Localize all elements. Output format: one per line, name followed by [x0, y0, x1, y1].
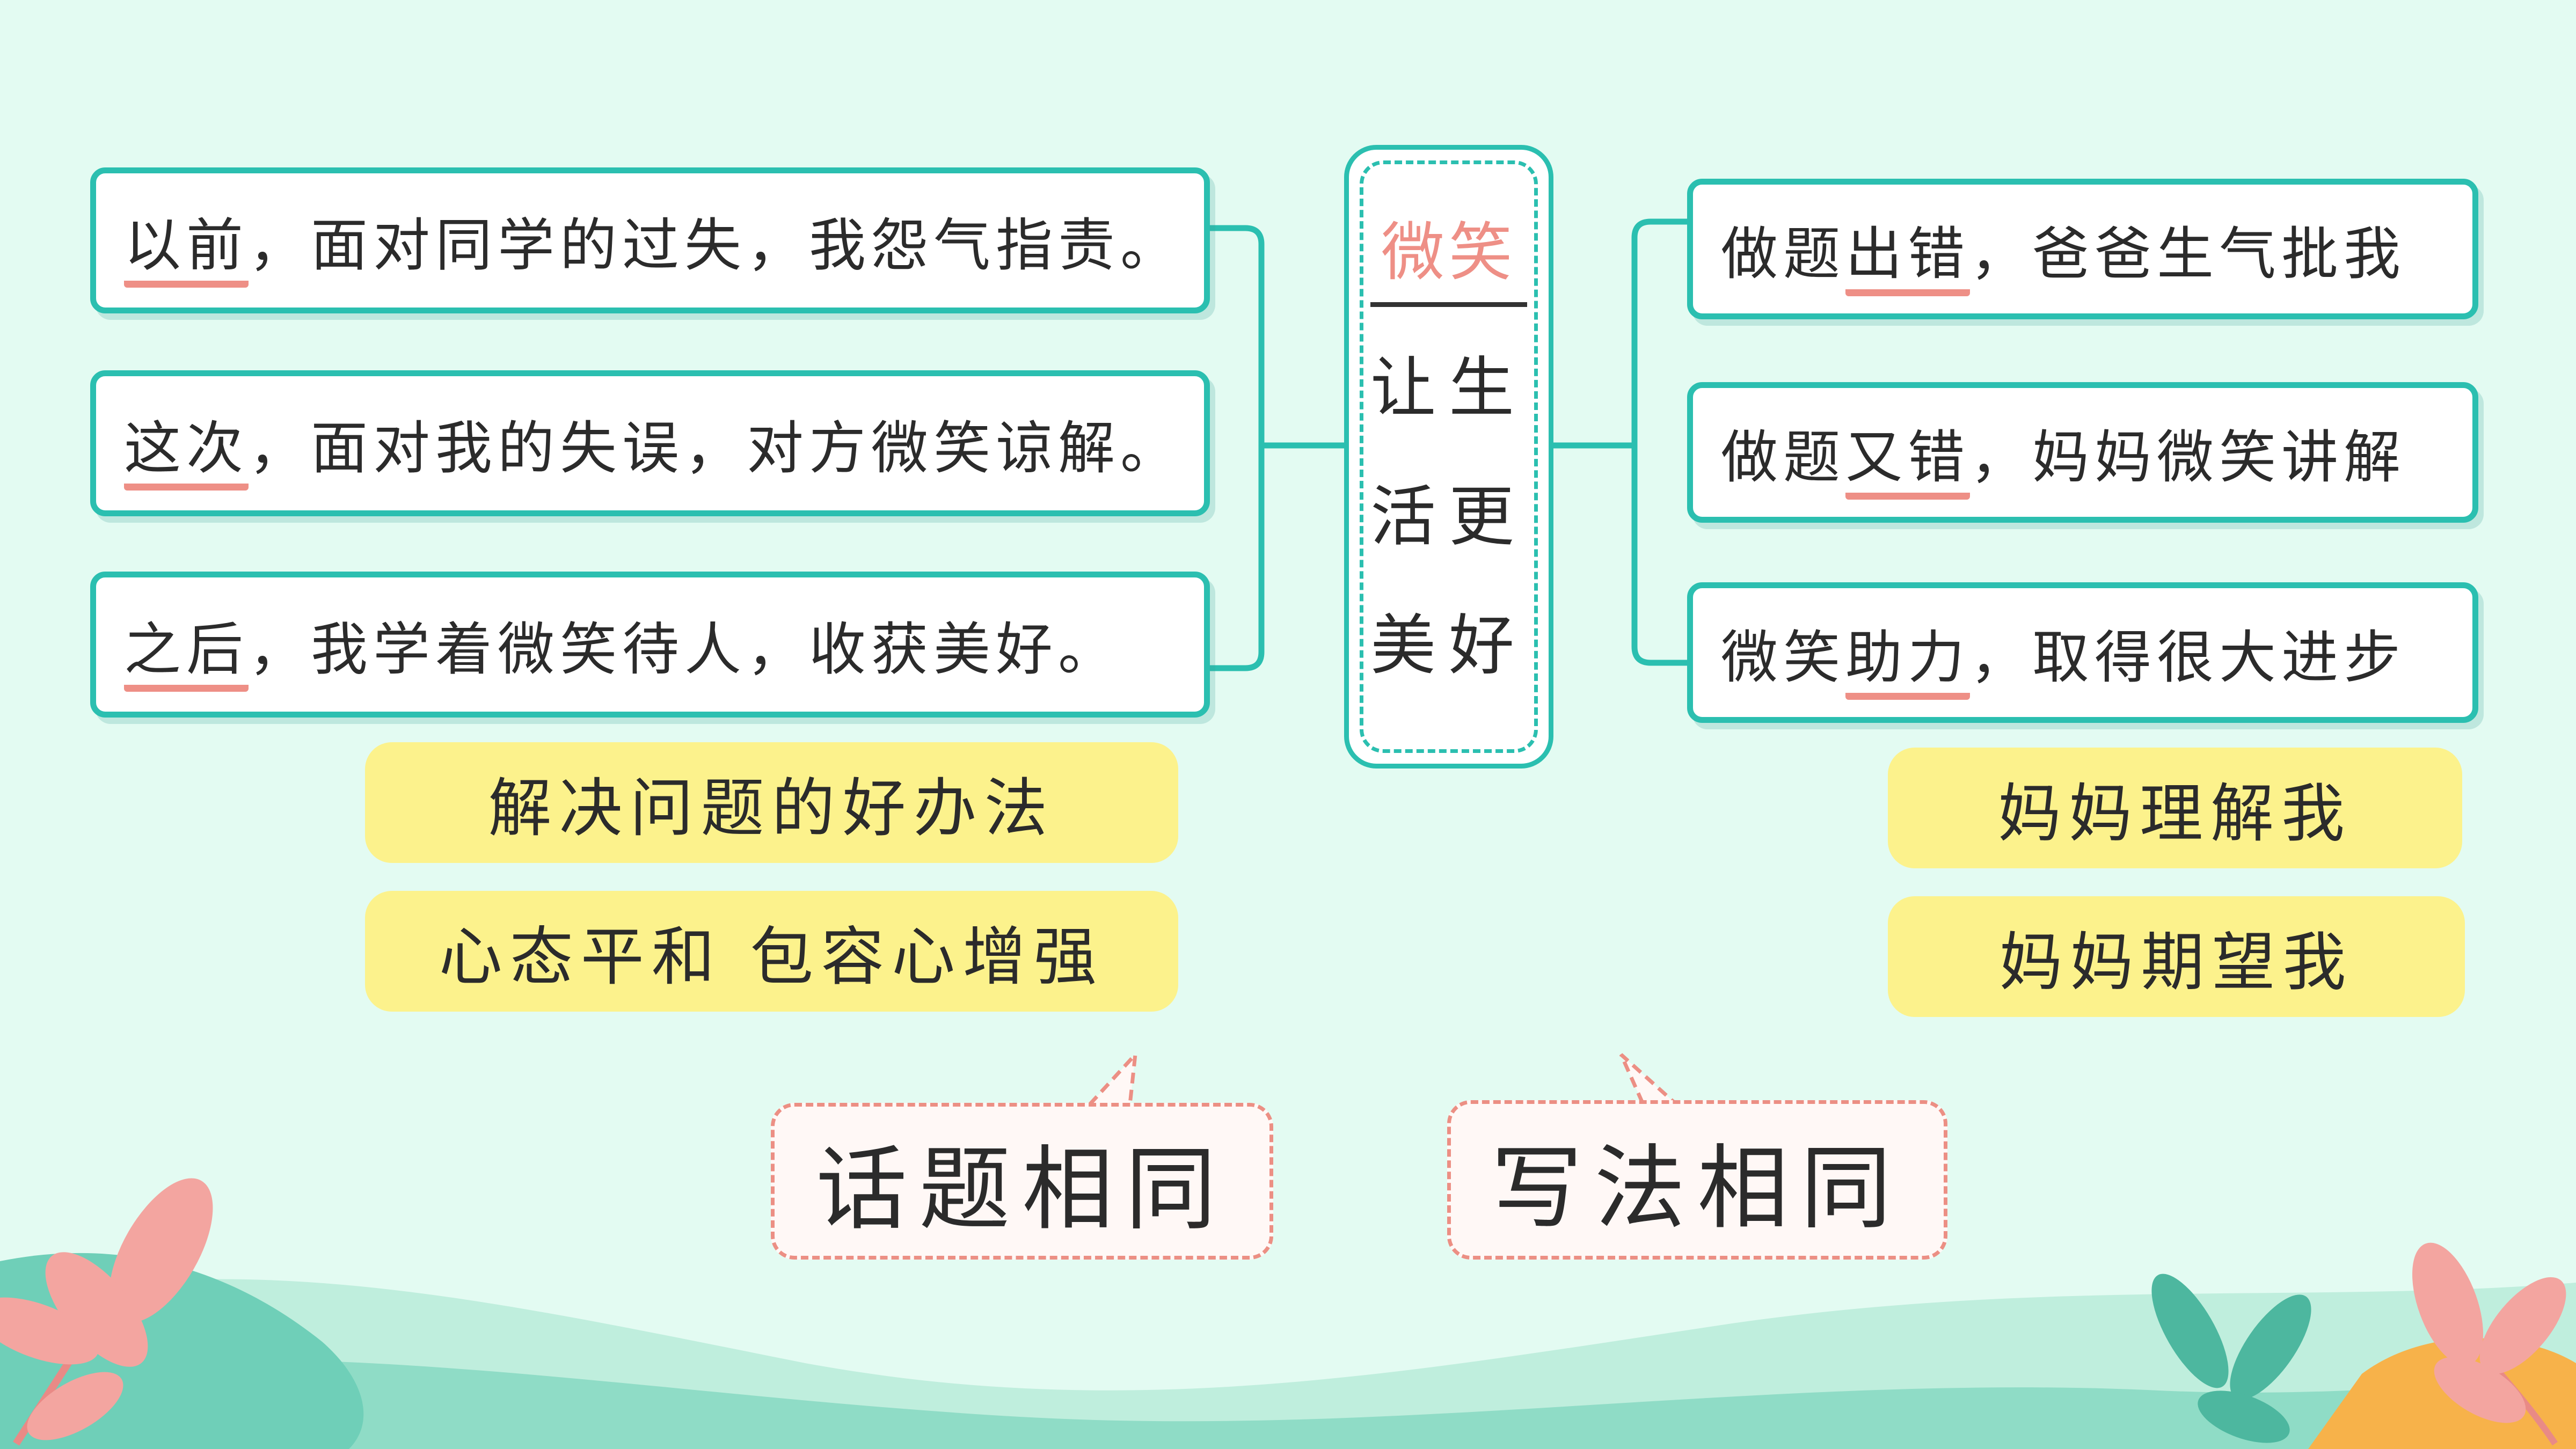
left-row-1-text: 以前，面对同学的过失，我怨气指责。	[124, 199, 1183, 288]
left-row-2-rest: ，面对我的失误，对方微笑谅解。	[249, 415, 1183, 481]
center-theme-dashed-frame	[1360, 160, 1538, 753]
left-row-2-keyword: 这次	[124, 415, 249, 491]
center-title: 微笑	[1370, 201, 1527, 307]
right-row-3: 微笑助力，取得很大进步	[1687, 582, 2478, 723]
center-line-2: 活更	[1370, 479, 1527, 555]
right-row-3-before: 微笑	[1721, 625, 1845, 691]
right-note-2: 妈妈期望我	[1888, 896, 2465, 1017]
left-row-1-keyword: 以前	[124, 213, 249, 288]
right-row-1-text: 做题出错，爸爸生气批我	[1721, 208, 2406, 296]
right-row-2: 做题又错，妈妈微笑讲解	[1687, 382, 2478, 523]
left-row-3-rest: ，我学着微笑待人，收获美好。	[249, 617, 1120, 683]
leaf-branch-left	[0, 1178, 213, 1446]
left-row-1: 以前，面对同学的过失，我怨气指责。	[90, 167, 1210, 313]
right-row-2-rest: ，妈妈微笑讲解	[1970, 425, 2406, 491]
right-row-2-text: 做题又错，妈妈微笑讲解	[1721, 411, 2406, 500]
leaf-branch-right	[2412, 1242, 2566, 1446]
center-line-3: 美好	[1370, 608, 1527, 684]
center-theme-box: 微笑 让生 活更 美好	[1344, 145, 1553, 769]
left-row-3-keyword: 之后	[124, 617, 249, 692]
right-row-1: 做题出错，爸爸生气批我	[1687, 179, 2478, 319]
hill-front	[0, 1359, 2576, 1449]
right-row-1-before: 做题	[1721, 221, 1845, 287]
left-note-1: 解决问题的好办法	[365, 742, 1178, 863]
right-note-1: 妈妈理解我	[1888, 748, 2462, 868]
bubble-tail-left	[1088, 1049, 1138, 1106]
writing-same-bubble: 写法相同	[1447, 1100, 1947, 1260]
right-row-2-keyword: 又错	[1845, 425, 1970, 500]
bubble-tail-right	[1619, 1053, 1676, 1104]
left-row-1-rest: ，面对同学的过失，我怨气指责。	[249, 213, 1183, 279]
topic-same-bubble: 话题相同	[771, 1103, 1273, 1260]
left-row-3-text: 之后，我学着微笑待人，收获美好。	[124, 603, 1120, 692]
left-bracket	[1207, 225, 1265, 671]
left-row-3: 之后，我学着微笑待人，收获美好。	[90, 572, 1210, 718]
right-row-1-rest: ，爸爸生气批我	[1970, 221, 2406, 287]
right-row-3-keyword: 助力	[1845, 625, 1970, 700]
left-row-2: 这次，面对我的失误，对方微笑谅解。	[90, 370, 1210, 516]
left-note-2: 心态平和 包容心增强	[365, 891, 1178, 1012]
right-row-1-keyword: 出错	[1845, 221, 1970, 296]
right-row-3-rest: ，取得很大进步	[1970, 625, 2406, 691]
right-row-2-before: 做题	[1721, 425, 1845, 491]
leaf-branch-teal	[2151, 1274, 2311, 1443]
left-row-2-text: 这次，面对我的失误，对方微笑谅解。	[124, 402, 1183, 491]
center-line-1: 让生	[1370, 350, 1527, 426]
right-row-3-text: 微笑助力，取得很大进步	[1721, 611, 2406, 700]
right-bracket	[1631, 218, 1690, 666]
